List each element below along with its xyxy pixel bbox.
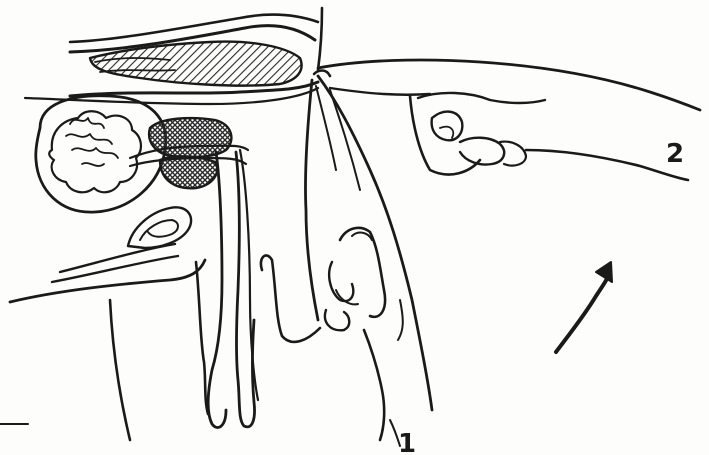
ovary [36, 96, 166, 212]
cervix-tubes [196, 150, 258, 428]
oviduct-mass [130, 118, 248, 188]
pelvic-wall-line [110, 300, 130, 440]
horn-spiral [52, 207, 191, 282]
pelvic-floor-line [10, 260, 205, 302]
rectum [25, 15, 318, 104]
vaginal-loop [261, 255, 320, 341]
motion-arrow [556, 262, 612, 352]
label-hand-outside: 2 [666, 139, 684, 169]
label-hand-inside: 1 [398, 429, 416, 455]
rectal-wall-line [318, 8, 322, 70]
hand-outside [318, 60, 700, 180]
